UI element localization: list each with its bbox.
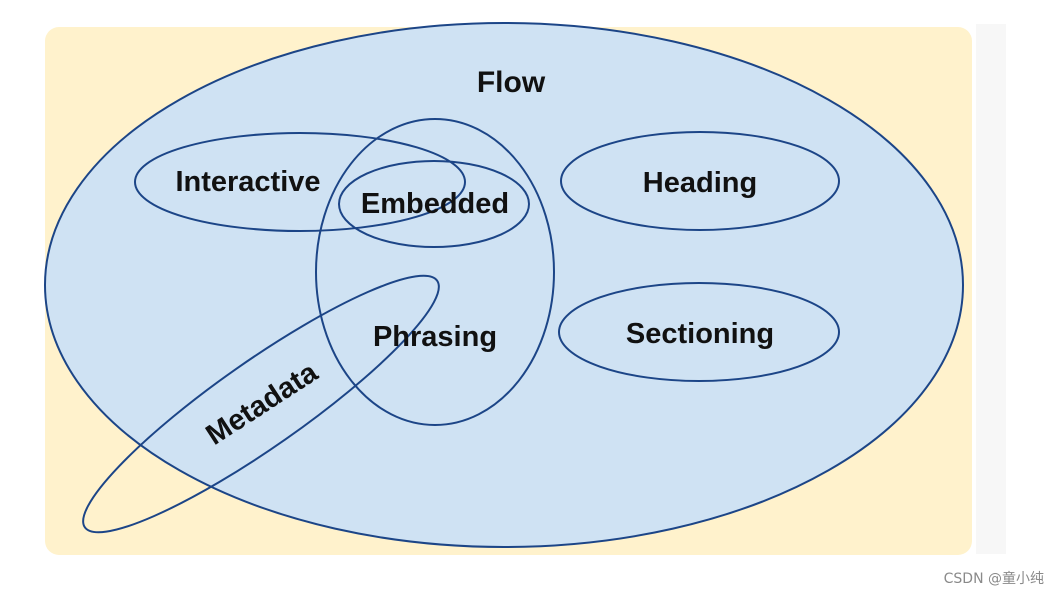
flow-ellipse xyxy=(44,22,964,548)
page-edge-strip xyxy=(976,24,1006,554)
embedded-ellipse xyxy=(338,160,530,248)
embedded-label: Embedded xyxy=(361,188,509,220)
sectioning-label: Sectioning xyxy=(626,318,774,350)
phrasing-ellipse xyxy=(315,118,555,426)
heading-label: Heading xyxy=(643,167,757,199)
flow-label: Flow xyxy=(477,66,546,99)
interactive-ellipse xyxy=(134,132,466,232)
heading-ellipse xyxy=(560,131,840,231)
interactive-label: Interactive xyxy=(175,166,320,198)
sectioning-ellipse xyxy=(558,282,840,382)
metadata-ellipse xyxy=(82,274,440,534)
watermark-text: CSDN @童小纯 xyxy=(943,571,1044,587)
phrasing-label: Phrasing xyxy=(373,321,497,353)
